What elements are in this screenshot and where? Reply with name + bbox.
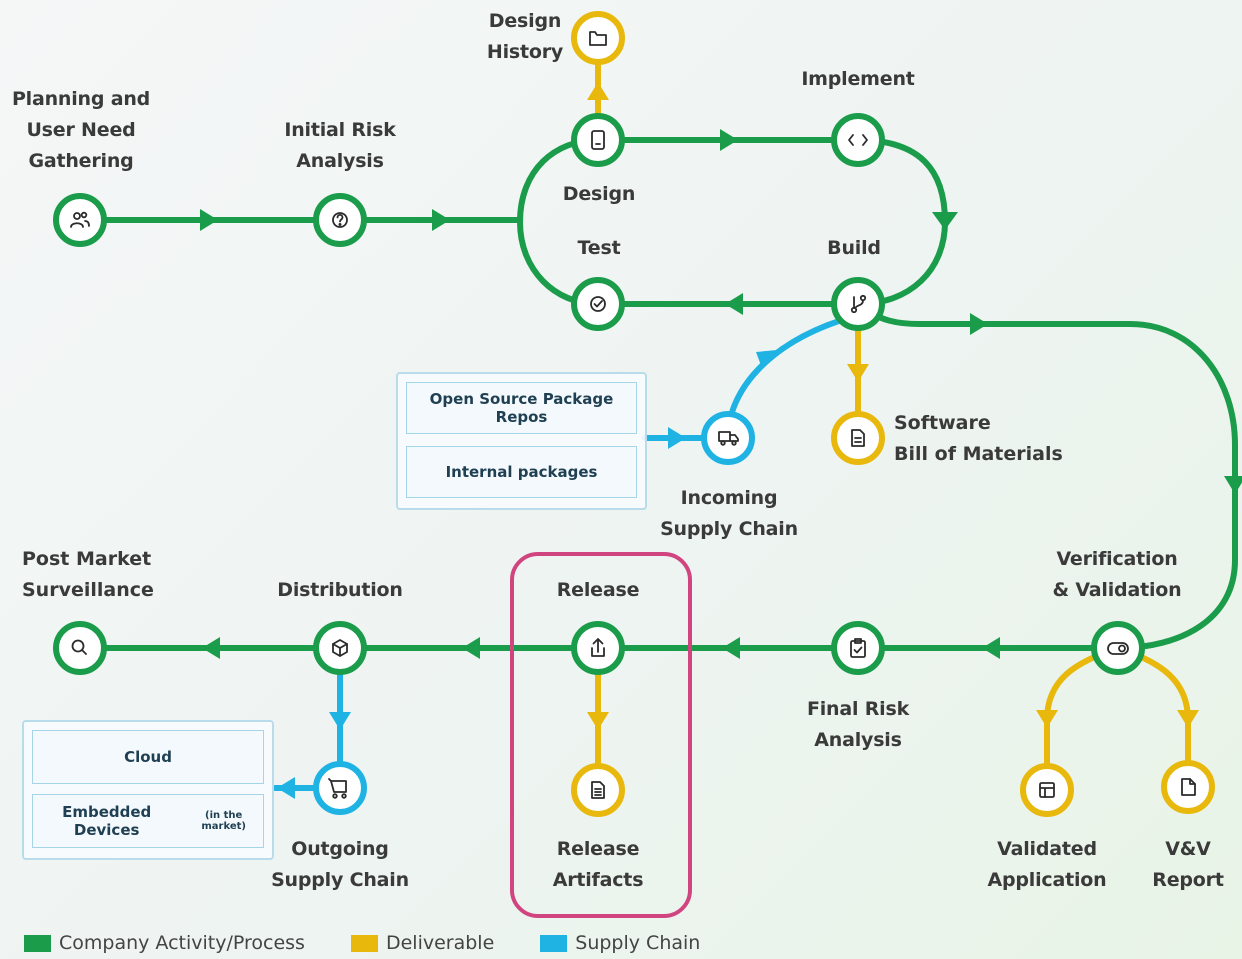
implement-label: Implement bbox=[801, 68, 915, 90]
legend-label-deliverable: Deliverable bbox=[385, 932, 495, 954]
incoming-node bbox=[701, 411, 755, 465]
incoming-sources-panel: Open Source Package Repos Internal packa… bbox=[396, 372, 647, 510]
legend-item-supply: Supply Chain bbox=[540, 932, 700, 954]
legend-label-process: Company Activity/Process bbox=[59, 932, 305, 954]
distribution-label: Distribution bbox=[277, 579, 403, 601]
flow-line-incoming bbox=[642, 313, 858, 441]
release-artifacts-node bbox=[571, 763, 625, 817]
layout-icon bbox=[1039, 782, 1055, 798]
embedded-devices-note: (in the market) bbox=[201, 810, 246, 832]
implement-node bbox=[831, 113, 885, 167]
toggle-icon bbox=[1107, 642, 1129, 655]
arrow-icon bbox=[329, 712, 351, 730]
question-icon bbox=[332, 212, 348, 228]
legend: Company Activity/Process Deliverable Sup… bbox=[24, 932, 746, 954]
post-market-node bbox=[53, 621, 107, 675]
arrow-icon bbox=[720, 129, 738, 151]
arrow-icon bbox=[277, 777, 295, 799]
vv-node bbox=[1091, 621, 1145, 675]
cart-icon bbox=[328, 778, 347, 799]
arrow-icon bbox=[587, 712, 609, 730]
design-node bbox=[571, 113, 625, 167]
arrow-icon bbox=[847, 364, 869, 382]
arrow-icon bbox=[982, 637, 1000, 659]
arrow-icon bbox=[756, 350, 777, 368]
vv-report-node bbox=[1161, 760, 1215, 814]
embedded-devices-box: Embedded Devices (in the market) bbox=[32, 794, 264, 848]
document-icon-release bbox=[591, 781, 605, 799]
tablet-icon bbox=[591, 130, 605, 150]
outgoing-node bbox=[313, 761, 367, 815]
arrow-icon bbox=[668, 427, 686, 449]
code-icon bbox=[848, 134, 868, 146]
legend-swatch-deliverable bbox=[350, 934, 378, 952]
document-icon-sbom bbox=[851, 429, 865, 447]
arrow-icon bbox=[970, 313, 988, 335]
users-icon bbox=[70, 211, 90, 228]
arrow-icon bbox=[200, 209, 218, 231]
arrow-icon bbox=[932, 212, 958, 230]
flow-line-dev-loop bbox=[517, 137, 948, 307]
outgoing-targets-panel: Cloud Embedded Devices (in the market) bbox=[22, 720, 274, 860]
planning-node bbox=[53, 193, 107, 247]
vv-label: Verification& Validation bbox=[1052, 548, 1182, 601]
final-risk-node bbox=[831, 621, 885, 675]
arrow-icon bbox=[725, 293, 743, 315]
upload-icon bbox=[591, 638, 605, 657]
arrow-icon bbox=[1224, 476, 1242, 494]
arrow-icon bbox=[462, 637, 480, 659]
arrow-icon bbox=[432, 209, 450, 231]
design-history-node bbox=[571, 11, 625, 65]
arrow-icon bbox=[1177, 710, 1199, 728]
flow-line-build-to-vv bbox=[855, 301, 1238, 651]
test-node bbox=[571, 277, 625, 331]
arrow-icon bbox=[1036, 710, 1058, 728]
folder-icon bbox=[589, 31, 607, 46]
legend-item-deliverable: Deliverable bbox=[350, 932, 495, 954]
open-source-repos-box: Open Source Package Repos bbox=[406, 382, 637, 434]
cloud-box: Cloud bbox=[32, 730, 264, 784]
release-label: Release bbox=[556, 579, 640, 601]
arrow-icon bbox=[587, 82, 609, 100]
legend-swatch-process bbox=[24, 934, 51, 952]
clipboard-check-icon bbox=[850, 638, 866, 658]
design-label: Design bbox=[562, 183, 636, 205]
package-icon bbox=[332, 639, 348, 657]
arrow-icon bbox=[202, 637, 220, 659]
search-icon bbox=[71, 639, 87, 655]
check-circle-icon bbox=[590, 296, 606, 312]
file-icon bbox=[1181, 778, 1196, 796]
validated-app-node bbox=[1020, 763, 1074, 817]
legend-swatch-supply bbox=[540, 934, 568, 952]
internal-packages-box: Internal packages bbox=[406, 446, 637, 498]
embedded-devices-text: Embedded Devices bbox=[62, 803, 152, 839]
test-label: Test bbox=[577, 237, 621, 259]
arrow-icon bbox=[722, 637, 740, 659]
release-highlight-box bbox=[510, 552, 692, 918]
truck-icon bbox=[718, 431, 739, 446]
legend-item-process: Company Activity/Process bbox=[24, 932, 305, 954]
git-branch-icon bbox=[850, 294, 867, 314]
build-node bbox=[831, 277, 885, 331]
legend-label-supply: Supply Chain bbox=[575, 932, 701, 954]
build-label: Build bbox=[827, 237, 881, 259]
